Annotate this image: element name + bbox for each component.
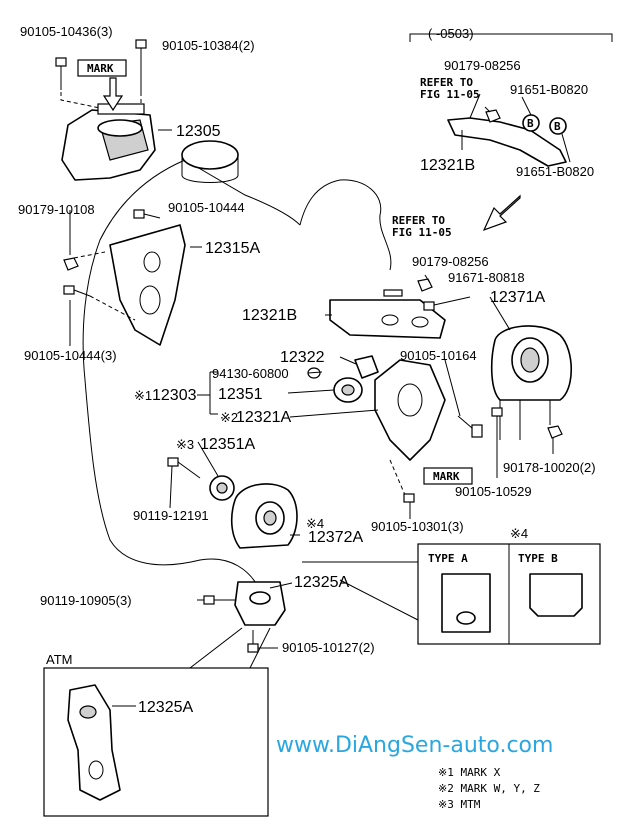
note3-prefix: ※3 (176, 437, 194, 452)
bracket-12321B-mid (329, 299, 446, 339)
label-12321B-mid: 12321B (242, 307, 297, 324)
mount-12305 (61, 103, 156, 181)
engine-oil-cap (181, 140, 239, 170)
mark-box-top (77, 59, 127, 77)
label-atm: ATM (46, 652, 72, 667)
label-90105-10164: 90105-10164 (400, 348, 477, 363)
label-12371A: 12371A (490, 289, 545, 306)
stud-mid (383, 289, 403, 297)
label-12321A: 12321A (236, 409, 291, 426)
mount-12372A (230, 483, 298, 549)
watermark: www.DiAngSen-auto.com (276, 733, 553, 758)
label-12351: 12351 (218, 386, 263, 403)
note2-prefix: ※2 (220, 410, 238, 425)
label-12315A: 12315A (205, 240, 260, 257)
bracket-12315A (109, 224, 186, 346)
label-90119-10905: 90119-10905(3) (40, 593, 132, 608)
note4-prefix-a: ※4 (306, 516, 324, 531)
insulator-12351 (333, 377, 363, 403)
bolt-b-mark-b: B (554, 120, 561, 133)
leader-lines (69, 93, 571, 649)
refer-mid-line1: REFER TO (392, 214, 445, 227)
insulator-12351A (209, 475, 235, 501)
refer-inset-line2: FIG 11-05 (420, 88, 480, 101)
bolt-90105-10301 (403, 493, 415, 503)
label-12322: 12322 (280, 349, 325, 366)
label-90105-10529: 90105-10529 (455, 484, 532, 499)
nut-90178-10020 (547, 425, 563, 439)
label-12351A: 12351A (200, 436, 255, 453)
label-94130-60800: 94130-60800 (212, 366, 289, 381)
bolt-90105-10444 (133, 209, 161, 219)
mount-12371A (490, 325, 572, 440)
nut-90179-08256-mid (417, 278, 433, 292)
bolt-90119-12191 (167, 457, 201, 479)
refer-inset-line1: REFER TO (420, 76, 473, 89)
label-12372A: 12372A (308, 529, 363, 546)
label-90105-10384: 90105-10384(2) (162, 38, 255, 53)
bolt-90105-10444-3 (63, 285, 91, 297)
label-90105-10444: 90105-10444 (168, 200, 245, 215)
bracket-12321A (374, 359, 446, 461)
label-90179-08256-mid: 90179-08256 (412, 254, 489, 269)
label-90119-12191: 90119-12191 (133, 508, 209, 523)
refer-mid-line2: FIG 11-05 (392, 226, 452, 239)
refer-arrow-icon (482, 194, 521, 232)
label-90105-10301: 90105-10301(3) (371, 519, 464, 534)
bracket-12325A (234, 581, 286, 626)
mark-label-mid: MARK (433, 470, 460, 483)
label-90105-10127: 90105-10127(2) (282, 640, 375, 655)
bolt-91671-80818 (423, 301, 435, 311)
label-90179-10108: 90179-10108 (18, 202, 95, 217)
bolt-90105-10384 (135, 39, 147, 92)
label-90178-10020: 90178-10020(2) (503, 460, 596, 475)
note-line-2: ※2 MARK W, Y, Z (438, 782, 540, 795)
label-90105-10436: 90105-10436(3) (20, 24, 113, 39)
mark-label-top: MARK (87, 62, 114, 75)
label-91671-80818: 91671-80818 (448, 270, 525, 285)
label-12321B-inset: 12321B (420, 157, 475, 174)
note1-prefix: ※1 (134, 388, 152, 403)
atm-inset (43, 627, 271, 817)
label-12325A-atm: 12325A (138, 699, 193, 716)
engine-outline (82, 140, 392, 591)
bolt-b-mark-a: B (527, 117, 534, 130)
label-91651-B0820-b: 91651-B0820 (516, 164, 594, 179)
inset-range-label: ( -0503) (428, 26, 474, 41)
label-90179-08256-inset: 90179-08256 (444, 58, 521, 73)
type-a-label: TYPE A (428, 552, 468, 565)
note-line-3: ※3 MTM (438, 798, 481, 811)
bolt-90119-10905 (203, 595, 236, 605)
label-12305: 12305 (176, 123, 221, 140)
bolt-90105-10127 (247, 630, 259, 653)
arrow-down-icon (102, 77, 124, 112)
bolt-90105-10436 (55, 57, 67, 90)
part-labels: 90105-10436(3) 90105-10384(2) 12305 9017… (18, 24, 596, 716)
mark-box-mid (423, 467, 473, 485)
notes-legend: ※1 MARK X ※2 MARK W, Y, Z ※3 MTM (438, 766, 540, 811)
insulator-12322 (354, 355, 379, 379)
label-12303: 12303 (152, 387, 197, 404)
note4-prefix-b: ※4 (510, 526, 528, 541)
inset-0503: B B (409, 33, 613, 167)
type-comparison-box: TYPE A TYPE B (302, 543, 601, 645)
label-12325A: 12325A (294, 574, 349, 591)
type-b-label: TYPE B (518, 552, 558, 565)
nut-90179-10108 (63, 257, 79, 271)
bolt-90105-10529 (491, 407, 503, 455)
label-90105-10444-3: 90105-10444(3) (24, 348, 117, 363)
label-91651-B0820-a: 91651-B0820 (510, 82, 588, 97)
note-line-1: ※1 MARK X (438, 766, 501, 779)
bolt-90105-10164 (457, 415, 483, 438)
